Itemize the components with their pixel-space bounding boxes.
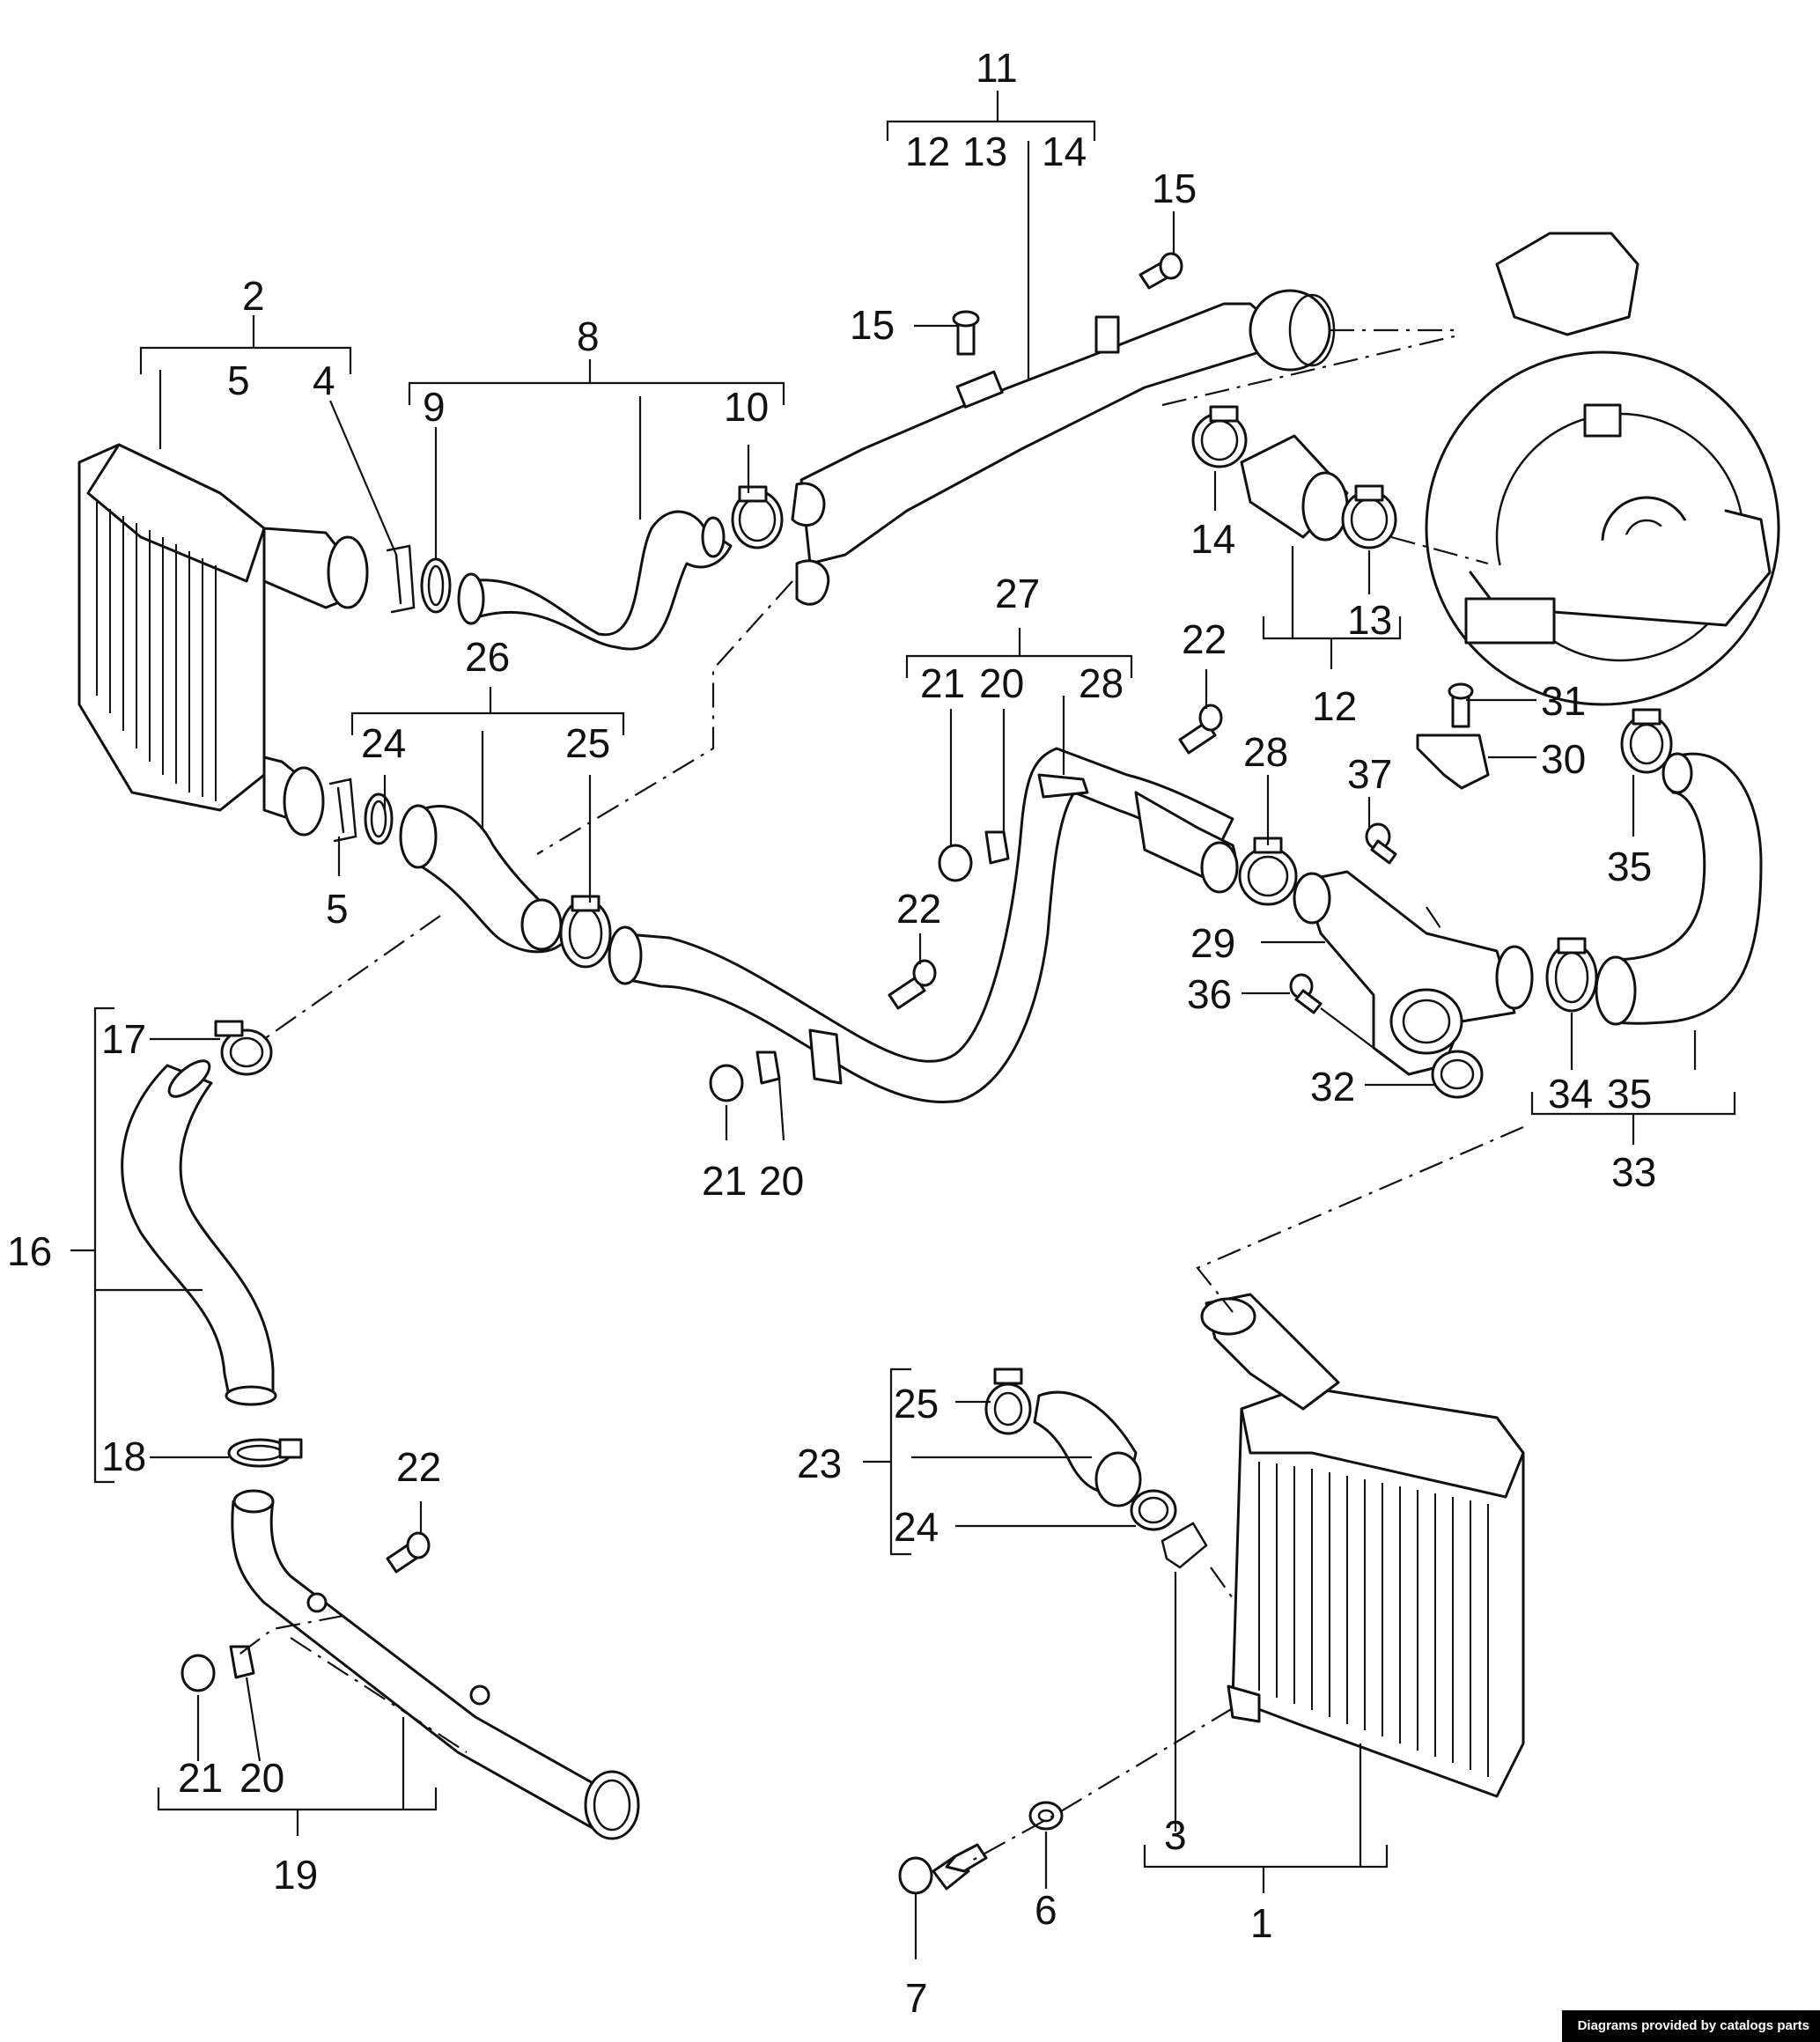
callout-29: 29 — [1190, 920, 1235, 966]
callout-9: 9 — [423, 384, 446, 430]
o-ring-24 — [364, 792, 394, 845]
hose-28 — [1134, 791, 1239, 894]
callout-28-right: 28 — [1243, 729, 1288, 775]
callout-20-bottom: 20 — [239, 1755, 284, 1801]
callout-22-upper: 22 — [1182, 616, 1227, 662]
callout-37: 37 — [1347, 751, 1392, 797]
gasket-3 — [1161, 1522, 1208, 1569]
callout-labels: 1 2 3 4 5 5 6 7 8 9 10 11 12 12 13 13 14… — [7, 45, 1656, 2021]
bolt-15-lower — [952, 310, 980, 356]
leader-lines — [70, 91, 1736, 1959]
callout-22-mid: 22 — [896, 886, 941, 932]
callout-27: 27 — [995, 571, 1040, 616]
left-intercooler — [77, 443, 369, 837]
callout-10: 10 — [724, 384, 769, 430]
callout-20-top: 20 — [979, 660, 1024, 706]
callout-8: 8 — [577, 313, 600, 359]
grommet-20-21-a — [938, 830, 1010, 882]
callout-13-top: 13 — [962, 129, 1007, 174]
bolt-7 — [898, 1843, 988, 1895]
callout-24-upper: 24 — [361, 720, 406, 766]
callout-20-mid: 20 — [759, 1158, 804, 1204]
o-ring-32 — [1431, 1050, 1484, 1099]
diagram-credit: Diagrams provided by catalogs parts — [1561, 2010, 1820, 2042]
callout-18: 18 — [101, 1434, 146, 1479]
callout-35-bottom: 35 — [1607, 1071, 1652, 1117]
hose-23 — [1033, 1390, 1142, 1508]
callout-34: 34 — [1548, 1071, 1593, 1117]
callout-11: 11 — [976, 45, 1018, 91]
callout-26: 26 — [465, 634, 510, 680]
callout-15-lower: 15 — [850, 302, 895, 348]
callout-23: 23 — [797, 1441, 842, 1486]
sensor-30-31 — [1416, 682, 1490, 790]
callout-5-lower: 5 — [326, 886, 349, 932]
bolt-15-upper — [1138, 252, 1183, 290]
bolt-36 — [1289, 973, 1323, 1014]
callout-14-top: 14 — [1042, 129, 1087, 174]
callout-31: 31 — [1541, 678, 1586, 724]
callout-16: 16 — [7, 1228, 52, 1274]
callout-15-upper: 15 — [1152, 166, 1197, 211]
clamp-35 — [1620, 708, 1673, 774]
callout-2: 2 — [242, 273, 265, 319]
clamp-28 — [1238, 837, 1298, 906]
bolt-37 — [1365, 822, 1397, 865]
clamp-25-lower — [984, 1367, 1032, 1435]
callout-14-right: 14 — [1190, 516, 1235, 562]
grommet-20-21-c — [181, 1645, 255, 1692]
callout-28-top: 28 — [1079, 660, 1124, 706]
callout-21-mid: 21 — [702, 1158, 747, 1204]
callout-5-upper: 5 — [227, 358, 250, 403]
callout-33: 33 — [1611, 1149, 1656, 1195]
clamp-13 — [1341, 484, 1397, 549]
callout-22-lower: 22 — [396, 1444, 441, 1490]
hose-8 — [457, 510, 733, 651]
hose-16 — [121, 1059, 277, 1406]
clamp-10 — [731, 485, 784, 549]
bolt-22-upper — [1178, 704, 1223, 755]
charge-pipe-11 — [791, 289, 1336, 606]
bolt-22-middle — [888, 959, 937, 1010]
housing-29 — [1293, 870, 1534, 1076]
callout-21-bottom: 21 — [178, 1755, 223, 1801]
turbocharger — [1425, 232, 1780, 706]
clamp-18 — [227, 1438, 303, 1468]
callout-24-lower: 24 — [894, 1504, 939, 1550]
o-ring-24-lower — [1130, 1489, 1177, 1531]
callout-21-top: 21 — [920, 660, 965, 706]
callout-30: 30 — [1541, 736, 1586, 782]
assembly-centerlines — [237, 328, 1524, 1863]
hose-26 — [399, 804, 565, 954]
callout-17: 17 — [101, 1016, 146, 1062]
callout-32: 32 — [1310, 1064, 1355, 1109]
callout-36: 36 — [1187, 971, 1232, 1017]
clamp-34 — [1545, 937, 1598, 1013]
pipe-19 — [231, 1489, 640, 1840]
gasket-4 — [386, 544, 416, 614]
callout-12-top: 12 — [905, 129, 950, 174]
callout-12-right: 12 — [1312, 683, 1357, 729]
bolt-22-lower — [386, 1531, 431, 1574]
grommet-20-21-b — [709, 1050, 781, 1102]
clamp-25-upper — [559, 895, 612, 969]
callout-3: 3 — [1164, 1812, 1187, 1858]
hose-33 — [1595, 752, 1763, 1026]
callout-35-top: 35 — [1607, 844, 1652, 889]
right-intercooler — [1200, 1293, 1525, 1798]
callout-25-lower: 25 — [894, 1381, 939, 1426]
o-ring-9 — [420, 557, 452, 614]
clamp-17 — [214, 1020, 273, 1076]
hose-12 — [1240, 434, 1349, 542]
callout-6: 6 — [1035, 1887, 1057, 1933]
callout-1: 1 — [1250, 1900, 1273, 1946]
callout-19: 19 — [273, 1852, 318, 1898]
callout-13-right: 13 — [1347, 597, 1392, 643]
clamp-14 — [1191, 405, 1248, 468]
gasket-5 — [328, 778, 357, 843]
callout-4: 4 — [313, 358, 335, 403]
callout-7: 7 — [905, 1975, 928, 2021]
callout-25-upper: 25 — [565, 720, 610, 766]
